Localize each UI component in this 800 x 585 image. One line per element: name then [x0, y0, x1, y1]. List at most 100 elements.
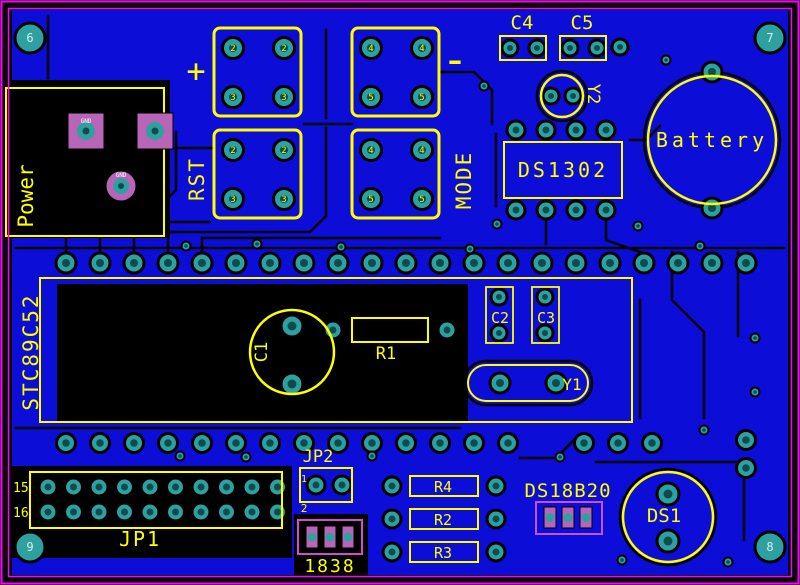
pad-hole: [542, 126, 550, 134]
mcu-outline[interactable]: [39, 277, 633, 423]
pad-hole: [197, 483, 205, 491]
component-r2[interactable]: R2: [409, 508, 479, 530]
mounting-pad-bottom-left[interactable]: 9: [13, 530, 47, 564]
pad-hole: [545, 513, 555, 522]
component-c3[interactable]: C3: [531, 286, 560, 344]
component-ds1302[interactable]: DS1302: [503, 141, 623, 199]
r4-body[interactable]: [409, 475, 479, 497]
pad-hole: [663, 489, 673, 499]
c4-outline[interactable]: [499, 35, 547, 61]
component-c4[interactable]: C4: [499, 12, 547, 61]
pad-hole: [542, 294, 548, 300]
component-jp2[interactable]: JP2 1 2: [299, 447, 353, 515]
component-r1[interactable]: R1: [351, 317, 429, 364]
pad-hole: [367, 44, 375, 52]
jp2-outline[interactable]: [299, 467, 353, 503]
component-btn-minus[interactable]: 4 4 5 5 -: [350, 26, 468, 118]
component-power[interactable]: GND GND Power: [5, 87, 174, 237]
pad-hole: [266, 259, 274, 267]
component-ir1838[interactable]: 1838: [297, 519, 363, 577]
trace-segment: [132, 220, 212, 254]
power-outline[interactable]: [5, 87, 165, 237]
pad-hole: [368, 439, 376, 447]
label-jp1: JP1: [119, 527, 161, 551]
jp1-outline[interactable]: [29, 471, 283, 529]
pad[interactable]: [13, 530, 47, 564]
component-c2[interactable]: C2: [485, 286, 514, 344]
c2-outline[interactable]: [485, 286, 514, 344]
y1-outline[interactable]: [467, 364, 589, 402]
battery-outline[interactable]: [646, 74, 778, 206]
component-battery[interactable]: Battery: [646, 74, 778, 206]
button-pads: [221, 36, 434, 211]
component-btn-rst[interactable]: 2 2 3 3 RST: [185, 128, 303, 220]
pad-number: 3: [281, 195, 286, 205]
r1-body[interactable]: [351, 317, 429, 343]
pad-hole: [280, 93, 288, 101]
pad-number: 4: [419, 44, 424, 54]
component-c1[interactable]: C1: [248, 308, 336, 396]
component-y2[interactable]: Y2: [539, 73, 603, 119]
mounting-pad-bottom-right[interactable]: 8: [753, 530, 787, 564]
ds1302-body[interactable]: [503, 141, 623, 199]
pad-hole: [95, 483, 103, 491]
component-mcu[interactable]: STC89C52: [19, 277, 633, 423]
pad-hole: [266, 439, 274, 447]
pad-hole: [742, 464, 750, 472]
label-mode: MODE: [452, 151, 476, 210]
label-c4: C4: [511, 12, 534, 34]
pad[interactable]: [753, 21, 787, 55]
ds1-outline[interactable]: [621, 470, 715, 564]
btn-rst-outline[interactable]: [212, 128, 303, 220]
btn-minus-outline[interactable]: [350, 26, 441, 118]
component-r3[interactable]: R3: [409, 541, 479, 563]
pad-hole: [82, 127, 90, 135]
jp1-pin-label-16: 16: [13, 506, 29, 521]
via-hole: [370, 454, 374, 458]
y2-outline[interactable]: [539, 73, 585, 119]
pad-hole: [572, 206, 580, 214]
trace-segment: [670, 250, 706, 420]
via-hole: [339, 245, 343, 249]
component-c5[interactable]: C5: [559, 12, 607, 61]
c5-outline[interactable]: [559, 35, 607, 61]
pad-hole: [542, 206, 550, 214]
component-jp1[interactable]: 15 16 JP1: [13, 471, 283, 551]
label-c1: C1: [252, 342, 272, 362]
pad-hole: [312, 481, 320, 489]
c3-outline[interactable]: [531, 286, 560, 344]
btn-mode-outline[interactable]: [350, 128, 441, 220]
component-r4[interactable]: R4: [409, 475, 479, 497]
mounting-pad-top-left[interactable]: 6: [13, 21, 47, 55]
pad-hole: [570, 93, 576, 99]
pad-hole: [496, 294, 502, 300]
component-y1[interactable]: Y1: [467, 364, 589, 402]
pad-hole: [121, 508, 128, 516]
component-ds1[interactable]: DS1: [621, 470, 715, 564]
r3-body[interactable]: [409, 541, 479, 563]
label-jp2: JP2: [303, 447, 334, 467]
pad[interactable]: [753, 530, 787, 564]
pad-hole: [552, 379, 560, 387]
pad-hole: [274, 483, 281, 491]
btn-plus-outline[interactable]: [212, 26, 303, 118]
y2-clearance-ring: [535, 69, 589, 123]
pad-hole: [198, 259, 206, 267]
component-btn-mode[interactable]: 4 4 5 5 MODE: [350, 128, 476, 220]
pad[interactable]: [13, 21, 47, 55]
component-pads: [279, 37, 724, 563]
component-ds18b20[interactable]: DS18B20: [524, 480, 611, 535]
c1-outline[interactable]: [248, 308, 336, 396]
mounting-pad-top-right[interactable]: 7: [753, 21, 787, 55]
via-hole: [495, 222, 499, 226]
pad-hole: [504, 259, 512, 267]
r2-body[interactable]: [409, 508, 479, 530]
power-net-label-2: GND: [116, 172, 127, 179]
component-btn-plus[interactable]: 2 2 3 3 +: [186, 26, 303, 118]
ir1838-outline[interactable]: [297, 519, 363, 555]
pad-hole: [436, 439, 444, 447]
pad-hole: [708, 68, 716, 76]
ds18b20-outline[interactable]: [535, 501, 603, 535]
power-net-label-1: GND: [81, 118, 92, 125]
pad-hole: [151, 127, 159, 135]
